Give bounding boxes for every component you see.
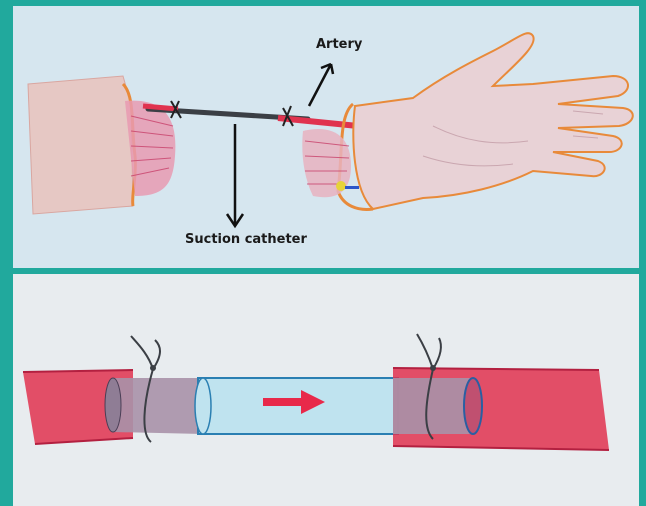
- left-artery-end: [143, 106, 178, 109]
- shunt-drawing: [13, 274, 639, 506]
- artery-arrow: [309, 64, 331, 106]
- right-vessel-overlap: [393, 378, 473, 434]
- right-hand: [353, 33, 632, 209]
- nerve-dot: [336, 181, 346, 191]
- bottom-panel: [13, 274, 639, 506]
- vein-mark: [345, 186, 359, 189]
- suction-catheter-label: Suction catheter: [185, 232, 307, 247]
- flow-arrow-shaft: [263, 398, 303, 406]
- left-forearm: [28, 76, 133, 214]
- artery-label: Artery: [316, 37, 362, 52]
- top-panel: Artery Suction catheter: [13, 6, 639, 268]
- left-vessel-overlap: [113, 378, 203, 434]
